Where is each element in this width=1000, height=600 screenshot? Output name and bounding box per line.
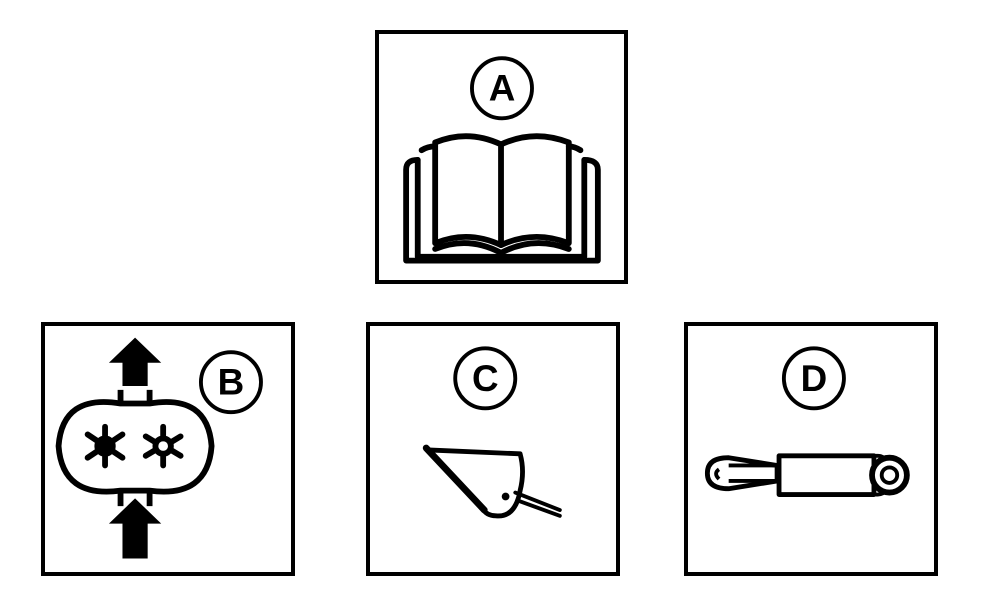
badge-c-letter: C [472,358,499,399]
right-gear-icon [142,423,184,469]
hydraulic-cylinder-icon [704,453,910,497]
badge-d-letter: D [801,358,828,399]
gear-pump-icon [55,337,215,559]
bucket-icon [422,444,562,519]
badge-a-letter: A [489,68,516,109]
book-icon [403,133,601,264]
panel-c-graphic: C [422,346,562,519]
panel-b-graphic: B [55,337,263,559]
badge-b-letter: B [218,362,245,403]
badge-d: D [781,346,846,411]
arrow-up-top-icon [108,337,162,387]
arrow-up-bottom-icon [108,498,162,559]
panel-b: B [41,322,295,576]
panel-a: A [375,30,628,284]
panel-c: C [366,322,620,576]
badge-b: B [198,350,263,415]
badge-c: C [453,346,518,411]
left-gear-icon [84,423,126,469]
panel-d-graphic: D [704,346,910,497]
panel-a-graphic: A [403,56,601,264]
badge-a: A [470,56,534,121]
panel-d: D [684,322,938,576]
